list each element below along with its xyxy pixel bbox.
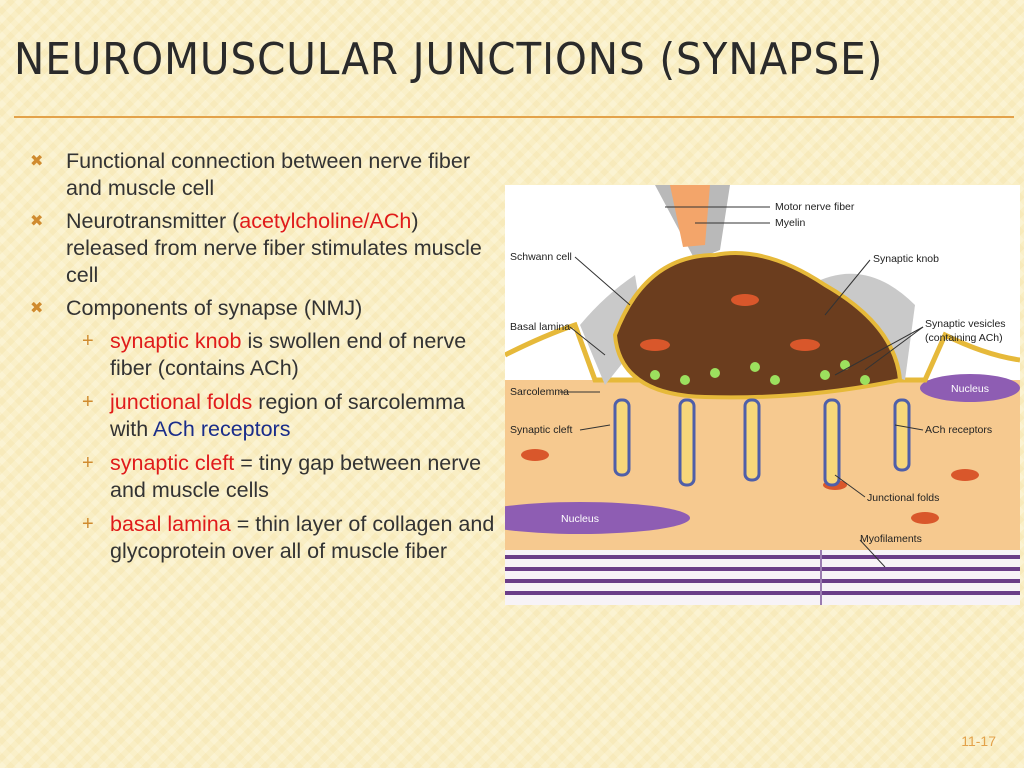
nucleus-top <box>920 374 1020 402</box>
junctional-folds <box>613 398 911 487</box>
slide-title: NEUROMUSCULAR JUNCTIONS (SYNAPSE) <box>14 34 884 85</box>
plus-marker-icon: + <box>82 452 94 474</box>
bullet-marker-icon: ✖ <box>30 300 44 317</box>
label-myofilaments: Myofilaments <box>860 533 922 545</box>
sub-bullet-item: + synaptic cleft = tiny gap between nerv… <box>82 451 482 502</box>
synaptic-knob <box>612 251 903 400</box>
highlight-term: acetylcholine/ACh <box>239 209 412 233</box>
label-ach-receptors: ACh receptors <box>925 424 992 436</box>
label-containing-ach: (containing ACh) <box>925 332 1003 344</box>
bullet-item: ✖ Neurotransmitter (acetylcholine/ACh) r… <box>30 209 482 287</box>
label-sarcolemma: Sarcolemma <box>510 386 569 398</box>
mitochondrion <box>731 294 759 306</box>
sub-bullet-item: + basal lamina = thin layer of collagen … <box>82 512 495 563</box>
label-basal-lamina: Basal lamina <box>510 321 570 333</box>
highlight-term: synaptic cleft <box>110 451 235 475</box>
label-synaptic-vesicles: Synaptic vesicles <box>925 318 1006 330</box>
plus-marker-icon: + <box>82 391 94 413</box>
myofilaments <box>505 550 1020 605</box>
plus-marker-icon: + <box>82 330 94 352</box>
highlight-term: basal lamina <box>110 512 231 536</box>
sub-bullet-item: + synaptic knob is swollen end of nerve … <box>82 329 467 380</box>
bullet-marker-icon: ✖ <box>30 153 44 170</box>
bullet-item: ✖ Functional connection between nerve fi… <box>30 149 470 200</box>
label-myelin: Myelin <box>775 217 806 229</box>
nucleus-bottom <box>505 502 690 534</box>
title-divider <box>14 116 1014 118</box>
motor-nerve-fiber <box>670 185 710 247</box>
bullet-list: ✖ Functional connection between nerve fi… <box>30 148 500 572</box>
label-motor-nerve-fiber: Motor nerve fiber <box>775 201 855 213</box>
svg-text:Nucleus: Nucleus <box>951 383 989 395</box>
page-number: 11-17 <box>961 733 996 749</box>
label-synaptic-knob: Synaptic knob <box>873 253 939 265</box>
plus-marker-icon: + <box>82 513 94 535</box>
highlight-term: synaptic knob <box>110 329 242 353</box>
bullet-item: ✖ Components of synapse (NMJ) <box>30 296 363 320</box>
neuromuscular-junction-diagram: Nucleus Nucleus <box>505 185 1020 605</box>
svg-text:Nucleus: Nucleus <box>561 513 599 525</box>
bullet-marker-icon: ✖ <box>30 213 44 230</box>
label-junctional-folds: Junctional folds <box>867 492 939 504</box>
sub-bullet-item: + junctional folds region of sarcolemma … <box>82 390 465 441</box>
highlight-term: ACh receptors <box>153 417 291 441</box>
label-schwann-cell: Schwann cell <box>510 251 572 263</box>
highlight-term: junctional folds <box>110 390 253 414</box>
synaptic-vesicles <box>650 360 870 385</box>
label-synaptic-cleft: Synaptic cleft <box>510 424 573 436</box>
